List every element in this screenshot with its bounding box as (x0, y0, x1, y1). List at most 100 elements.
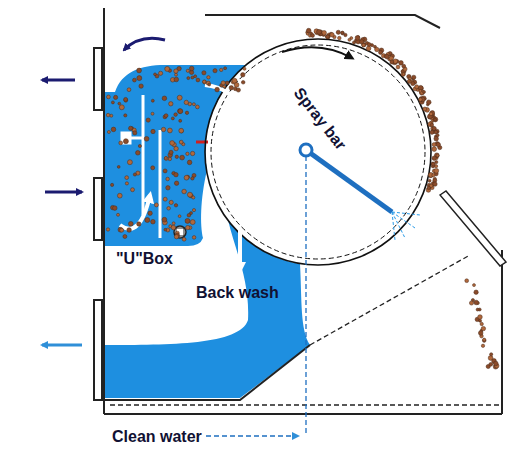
solid-particle (182, 189, 187, 194)
solid-particle (179, 119, 182, 122)
solid-particle (124, 97, 128, 101)
solid-particle (375, 47, 379, 51)
solid-particle (336, 30, 340, 34)
solid-particle (164, 228, 167, 231)
solid-particle (151, 166, 155, 170)
solid-particle (144, 136, 149, 141)
solid-particle (367, 43, 371, 47)
solid-particle (184, 175, 189, 180)
solid-particle (402, 73, 405, 76)
solid-particle (175, 155, 178, 158)
solid-particle (431, 162, 435, 166)
solid-particle (151, 129, 155, 133)
solid-particle (164, 114, 168, 118)
solid-particle (161, 127, 165, 131)
solid-particle (419, 90, 422, 93)
solid-particle (432, 143, 436, 147)
solid-particle (165, 66, 170, 71)
solid-particle (436, 154, 439, 157)
solid-particle (172, 222, 175, 225)
solid-particle (162, 217, 167, 222)
solid-particle (169, 102, 173, 106)
solid-particle (429, 112, 433, 116)
solid-particle (401, 72, 405, 76)
solid-particle (221, 81, 225, 85)
solid-particle (476, 308, 479, 311)
solid-particle (174, 146, 178, 150)
solid-particle (432, 147, 437, 152)
solid-particle (124, 114, 127, 117)
solid-particle (184, 100, 188, 104)
solid-particle (106, 113, 110, 117)
solid-particle (166, 177, 170, 181)
solid-particle (107, 95, 111, 99)
solid-particle (139, 84, 143, 88)
solid-particle (434, 130, 438, 134)
solid-particle (120, 228, 124, 232)
solid-particle (474, 300, 479, 305)
flow-label: Back wash (196, 284, 279, 302)
solid-particle (154, 203, 158, 207)
solid-particle (114, 95, 118, 99)
solid-particle (360, 40, 364, 44)
solid-particle (127, 88, 131, 92)
solid-particle (163, 169, 167, 173)
solid-particle (129, 126, 133, 130)
solid-particle (341, 31, 344, 34)
solid-particle (119, 141, 123, 145)
solid-particle (187, 77, 190, 80)
solid-particle (366, 46, 371, 51)
solid-particle (423, 90, 426, 93)
solid-particle (408, 80, 411, 83)
solid-particle (494, 361, 499, 366)
solid-particle (191, 177, 194, 180)
solid-particle (189, 66, 194, 71)
solid-particle (480, 322, 483, 325)
solid-particle (435, 129, 439, 133)
solid-particle (419, 98, 423, 102)
solid-particle (110, 114, 113, 117)
solid-particle (489, 362, 493, 366)
solid-particle (338, 36, 342, 40)
solid-particle (234, 83, 239, 88)
solid-particle (124, 98, 128, 102)
solid-particle (127, 160, 132, 165)
part-label: Spray bar (290, 84, 349, 153)
solid-particle (182, 237, 186, 241)
solid-particle (154, 73, 157, 76)
solid-particle (355, 36, 360, 41)
solid-particle (396, 65, 400, 69)
solid-particle (127, 228, 132, 233)
solid-particle (311, 34, 315, 38)
solid-particle (379, 50, 383, 54)
solid-particle (151, 112, 154, 115)
solid-particle (174, 204, 177, 207)
solid-particle (137, 68, 142, 73)
solid-particle (402, 64, 406, 68)
solid-particle (427, 100, 432, 105)
solid-particle (423, 107, 427, 111)
solid-particle (162, 96, 167, 101)
solid-particle (125, 176, 129, 180)
solid-particle (434, 118, 437, 121)
solid-particle (478, 331, 483, 336)
solid-particle (434, 136, 439, 141)
solid-particle (224, 67, 227, 70)
solid-particle (106, 228, 109, 231)
solid-particle (436, 142, 440, 146)
solid-particle (478, 315, 483, 320)
solid-particle (111, 127, 116, 132)
solid-particle (229, 86, 233, 90)
solid-particle (428, 122, 433, 127)
solid-particle (206, 81, 210, 85)
solid-particle (170, 141, 175, 146)
solid-particle (412, 75, 416, 79)
solid-particle (241, 81, 245, 85)
solid-particle (482, 339, 486, 343)
solid-particle (469, 301, 473, 305)
solid-particle (179, 140, 183, 144)
solid-particle (167, 207, 171, 211)
solid-particle (192, 209, 195, 212)
solid-particle (479, 319, 482, 322)
solid-particle (131, 188, 135, 192)
